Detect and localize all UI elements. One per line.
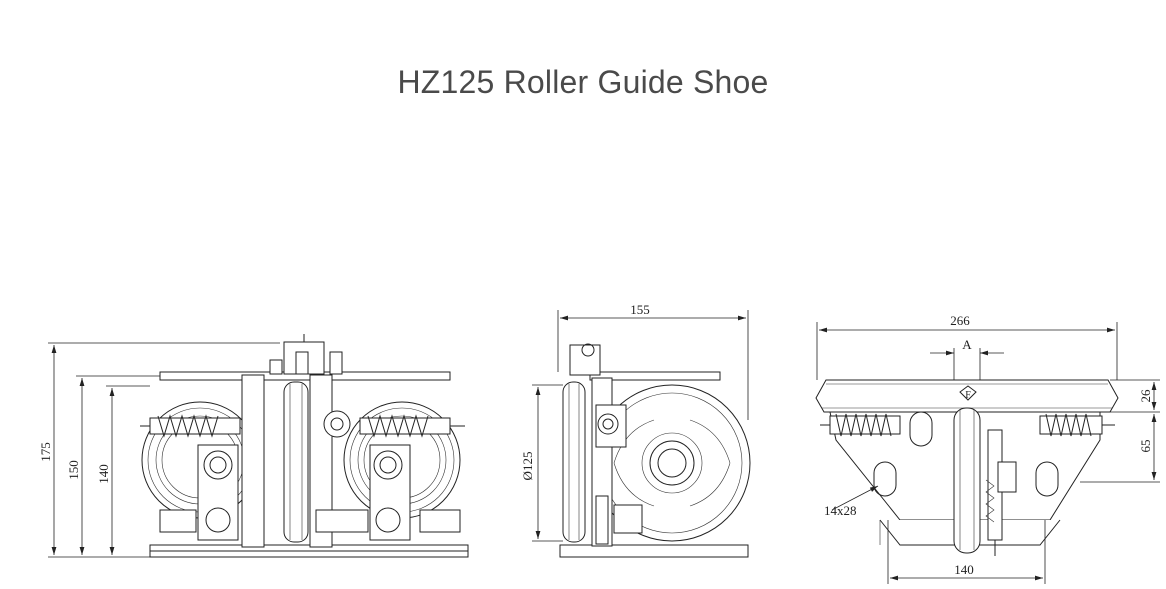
dim-top-65: 65 bbox=[1138, 440, 1153, 453]
front-right-spring bbox=[360, 416, 465, 436]
top-slots bbox=[874, 412, 1058, 496]
page-title: HZ125 Roller Guide Shoe bbox=[397, 64, 769, 100]
dim-front-175: 175 bbox=[38, 442, 53, 462]
dim-top-a: A bbox=[962, 337, 972, 352]
dim-top-140: 140 bbox=[954, 562, 974, 577]
dim-top-slot: 14x28 bbox=[824, 503, 857, 518]
dim-front-140: 140 bbox=[96, 464, 111, 484]
front-view: 175 150 140 bbox=[38, 334, 468, 557]
top-right-spring bbox=[1040, 414, 1115, 436]
top-view: F 266 A 26 65 14x28 140 bbox=[816, 313, 1160, 584]
front-left-spring bbox=[140, 416, 240, 436]
dim-side-155: 155 bbox=[630, 302, 650, 317]
side-wheel bbox=[594, 385, 750, 541]
side-view: 155 Ø125 bbox=[520, 302, 750, 557]
dim-top-26: 26 bbox=[1138, 389, 1153, 403]
dim-top-f: F bbox=[965, 390, 971, 401]
top-left-spring bbox=[820, 414, 900, 436]
dim-top-266: 266 bbox=[950, 313, 970, 328]
dim-side-diameter: Ø125 bbox=[520, 452, 535, 481]
dim-front-150: 150 bbox=[66, 460, 81, 480]
